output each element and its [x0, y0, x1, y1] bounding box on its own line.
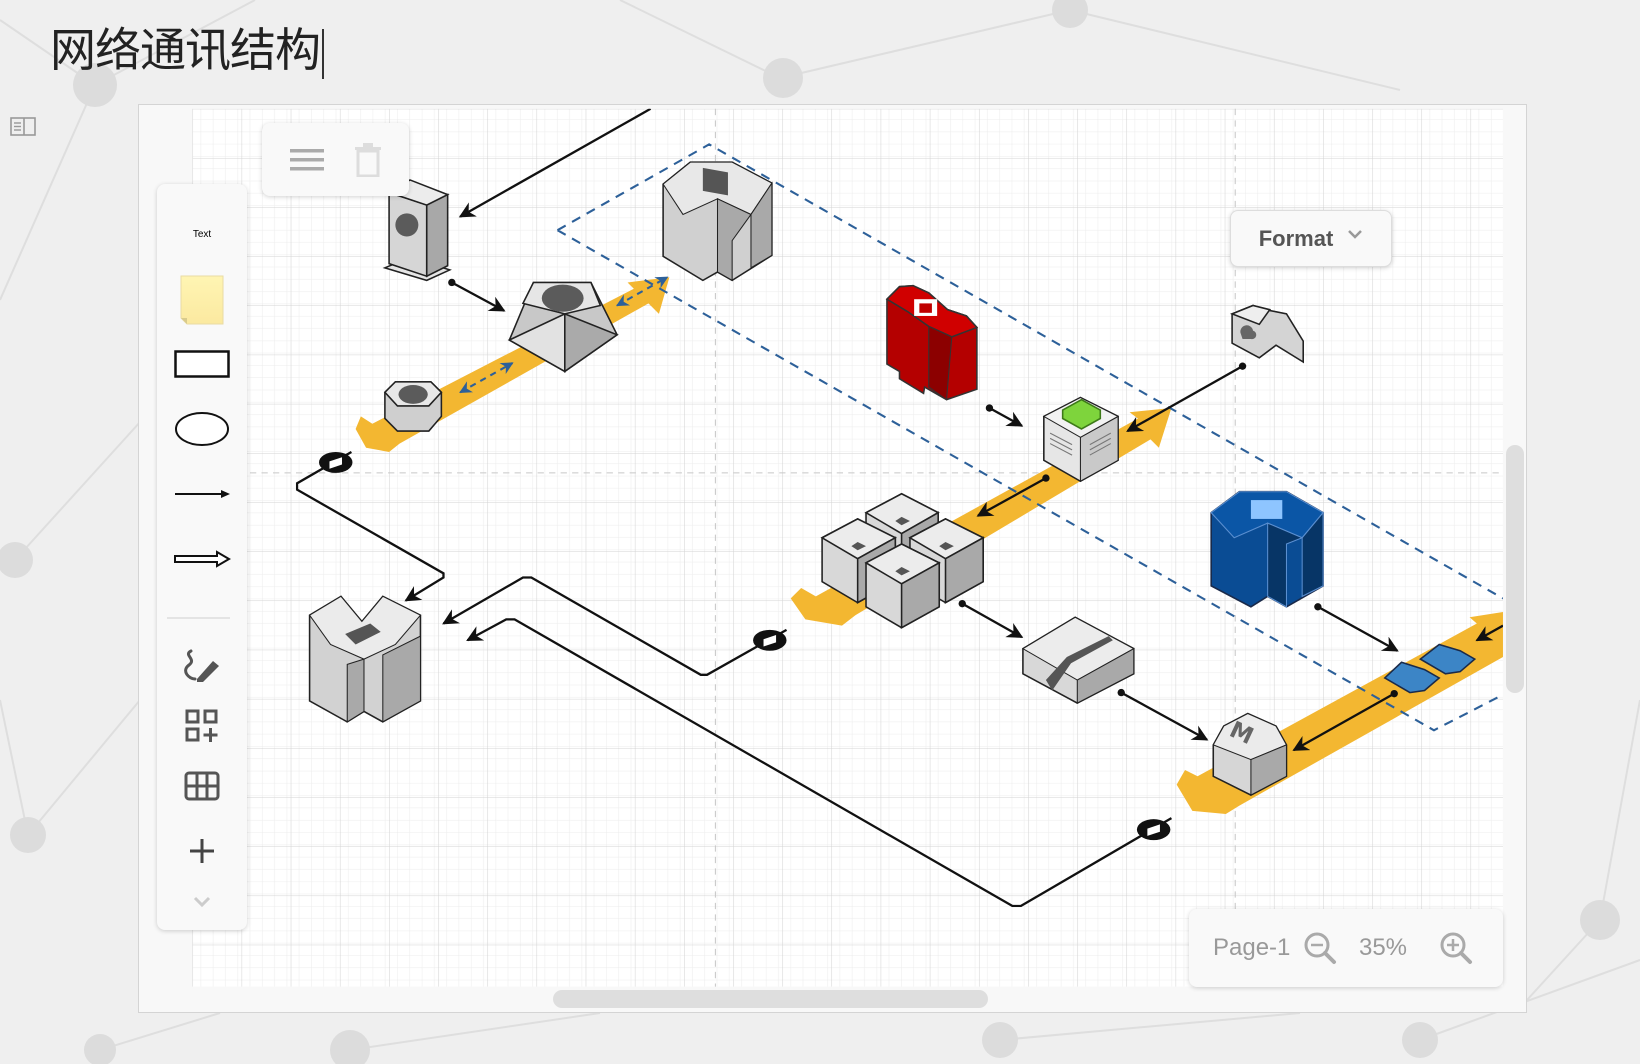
vpn-link[interactable] — [468, 619, 1172, 906]
zoom-level: 35% — [1358, 934, 1408, 961]
server-grid-icon — [1251, 500, 1282, 519]
vertical-scrollbar[interactable] — [1506, 445, 1524, 693]
zoom-out-icon[interactable] — [1303, 931, 1337, 965]
tool-rectangle[interactable] — [157, 344, 247, 384]
trash-gear-icon — [345, 624, 381, 645]
connector[interactable] — [989, 408, 1021, 426]
table-icon — [184, 771, 220, 801]
network-topology-icon — [542, 285, 584, 312]
connector[interactable] — [978, 478, 1046, 516]
ellipse-icon — [175, 412, 229, 446]
horizontal-scrollbar[interactable] — [553, 990, 988, 1008]
tool-sticky-note[interactable] — [157, 272, 247, 327]
chevron-down-icon — [1348, 229, 1363, 239]
tool-table[interactable] — [157, 764, 247, 808]
tool-add[interactable] — [157, 829, 247, 873]
server-grid-icon — [703, 168, 728, 195]
tool-freehand[interactable] — [157, 644, 247, 688]
connector[interactable] — [1121, 693, 1207, 740]
network-globe-icon — [395, 213, 418, 236]
tool-line-arrow[interactable] — [157, 474, 247, 514]
tool-double-arrow[interactable] — [157, 539, 247, 579]
node-router-hub[interactable] — [509, 282, 617, 371]
node-cracked-block[interactable] — [1023, 617, 1134, 703]
node-gateway-tower[interactable] — [385, 180, 450, 280]
format-label: Format — [1258, 225, 1334, 251]
vpn-link[interactable] — [297, 452, 443, 601]
freehand-pen-icon — [184, 649, 219, 682]
left-toolbar: Text — [157, 184, 247, 930]
double-arrow-icon — [174, 550, 231, 568]
green-chip-icon — [1063, 400, 1101, 429]
node-camera-cloud[interactable] — [1232, 305, 1303, 361]
diagram-content: M — [297, 109, 1503, 906]
node-vpn[interactable] — [385, 382, 441, 431]
text-caret — [322, 28, 324, 79]
lock-badge[interactable] — [1137, 819, 1170, 840]
node-database-red[interactable] — [887, 286, 977, 400]
rectangle-icon — [174, 350, 230, 378]
connector[interactable] — [1294, 694, 1394, 750]
zoom-panel: Page-1 35% — [1189, 909, 1503, 987]
node-mainframe-blue[interactable] — [1211, 492, 1323, 607]
node-server-cluster[interactable] — [822, 494, 983, 628]
connector[interactable] — [1128, 366, 1243, 431]
chevron-down-icon — [193, 896, 211, 908]
connector[interactable] — [962, 604, 1022, 637]
node-blue-blocks[interactable] — [1385, 644, 1475, 692]
tool-text-label: Text — [192, 228, 212, 240]
plus-icon — [190, 839, 214, 863]
lock-badge[interactable] — [753, 630, 786, 651]
cloud-camera-icon — [1240, 325, 1256, 339]
connector[interactable] — [1318, 607, 1397, 651]
broken-block-icon — [1046, 636, 1113, 690]
trash-icon[interactable] — [355, 142, 382, 177]
connector[interactable] — [1477, 626, 1503, 641]
document-title[interactable]: 网络通讯结构 — [50, 22, 324, 79]
node-m[interactable]: M — [1213, 714, 1286, 796]
shapes-add-icon — [185, 709, 218, 742]
dashed-group-outline[interactable] — [557, 144, 1503, 730]
document-title-text[interactable]: 网络通讯结构 — [50, 23, 321, 77]
node-mainframe-gray[interactable] — [663, 162, 772, 280]
tool-more[interactable] — [157, 889, 247, 915]
arrow-line-icon — [175, 490, 230, 498]
connector[interactable] — [460, 109, 650, 217]
node-recycle-box[interactable] — [310, 596, 421, 722]
dashed-link[interactable] — [460, 363, 512, 392]
usb-network-icon — [398, 385, 427, 404]
tool-ellipse[interactable] — [157, 409, 247, 449]
page-selector[interactable]: Page-1 — [1213, 934, 1291, 961]
format-dropdown-button[interactable]: Format — [1230, 210, 1392, 267]
tool-text[interactable]: Text — [157, 219, 247, 249]
dashed-link[interactable] — [617, 277, 667, 305]
tool-add-shapes[interactable] — [157, 704, 247, 748]
cube-cluster-icon — [895, 567, 910, 575]
zoom-in-icon[interactable] — [1439, 931, 1473, 965]
hamburger-menu-icon[interactable] — [289, 147, 324, 173]
sidebar-toggle-icon[interactable] — [10, 117, 36, 136]
lock-badge[interactable] — [319, 452, 352, 473]
connector[interactable] — [452, 282, 504, 310]
vpn-link[interactable] — [443, 578, 786, 675]
node-storage-green[interactable] — [1044, 398, 1118, 482]
toolbar-divider — [167, 617, 230, 619]
sticky-note-icon — [180, 275, 224, 324]
top-toolbar — [262, 123, 409, 196]
